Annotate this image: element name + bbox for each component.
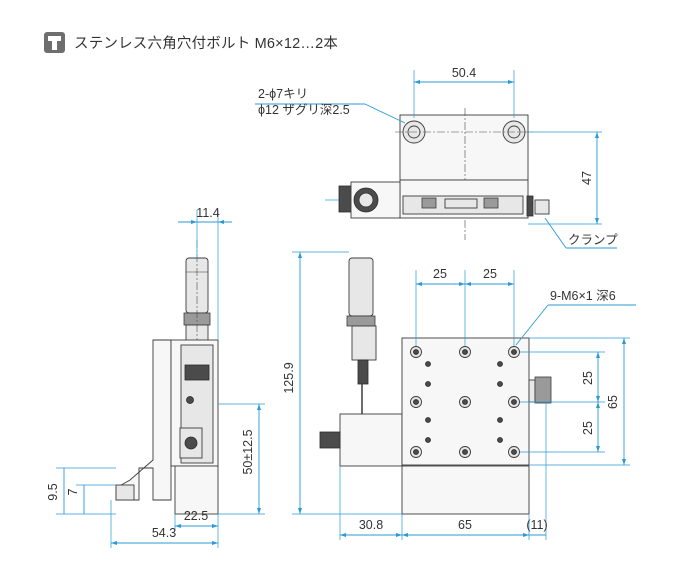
pitch-y2-dim: 25 bbox=[581, 421, 595, 435]
clamp-knob bbox=[534, 199, 550, 215]
micrometer-offset-dim: 11.4 bbox=[196, 206, 219, 220]
page-title: ステンレス六角穴付ボルト M6×12…2本 bbox=[74, 35, 339, 52]
table-size-dim: 65 bbox=[606, 395, 620, 409]
hole-note-2: ϕ12 ザグリ深2.5 bbox=[258, 103, 350, 117]
front-carriage bbox=[339, 413, 403, 467]
side-view: 11.4 50±12.5 9.5 7 22.5 54.3 bbox=[46, 206, 265, 548]
side-bracket bbox=[115, 339, 172, 501]
tap-hole-grid bbox=[410, 346, 520, 458]
tap-note: 9-M6×1 深6 bbox=[550, 289, 616, 303]
front-micrometer-thimble bbox=[348, 257, 374, 317]
top-view-width-dim: 50.4 bbox=[452, 66, 476, 80]
hole-note-1: 2-ϕ7キリ bbox=[258, 87, 308, 101]
total-height-dim: 125.9 bbox=[282, 362, 296, 393]
clamp-ref-dim: (11) bbox=[526, 518, 547, 532]
foot-inner-dim: 7 bbox=[66, 488, 80, 495]
table-width-dim: 65 bbox=[458, 518, 472, 532]
clamp-label: クランプ bbox=[568, 233, 618, 247]
depth-total-dim: 54.3 bbox=[152, 526, 176, 540]
top-view-height-dim: 47 bbox=[580, 171, 594, 185]
pitch-y1-dim: 25 bbox=[581, 371, 595, 385]
top-view: 50.4 47 2-ϕ7キリ ϕ12 ザグリ深2.5 クランプ bbox=[255, 66, 618, 249]
side-height-dim: 50±12.5 bbox=[241, 429, 255, 474]
pitch-x1-dim: 25 bbox=[433, 267, 447, 281]
front-base bbox=[401, 465, 530, 515]
bolt-icon bbox=[44, 31, 65, 53]
offset-dim: 30.8 bbox=[359, 518, 383, 532]
pitch-x2-dim: 25 bbox=[483, 267, 497, 281]
header: ステンレス六角穴付ボルト M6×12…2本 bbox=[44, 30, 338, 54]
front-clamp-knob bbox=[534, 376, 552, 404]
foot-outer-dim: 9.5 bbox=[46, 483, 60, 500]
depth-inner-dim: 22.5 bbox=[184, 509, 208, 523]
side-base bbox=[174, 465, 219, 515]
front-view: 25 25 9-M6×1 深6 25 25 65 125.9 bbox=[282, 251, 636, 540]
